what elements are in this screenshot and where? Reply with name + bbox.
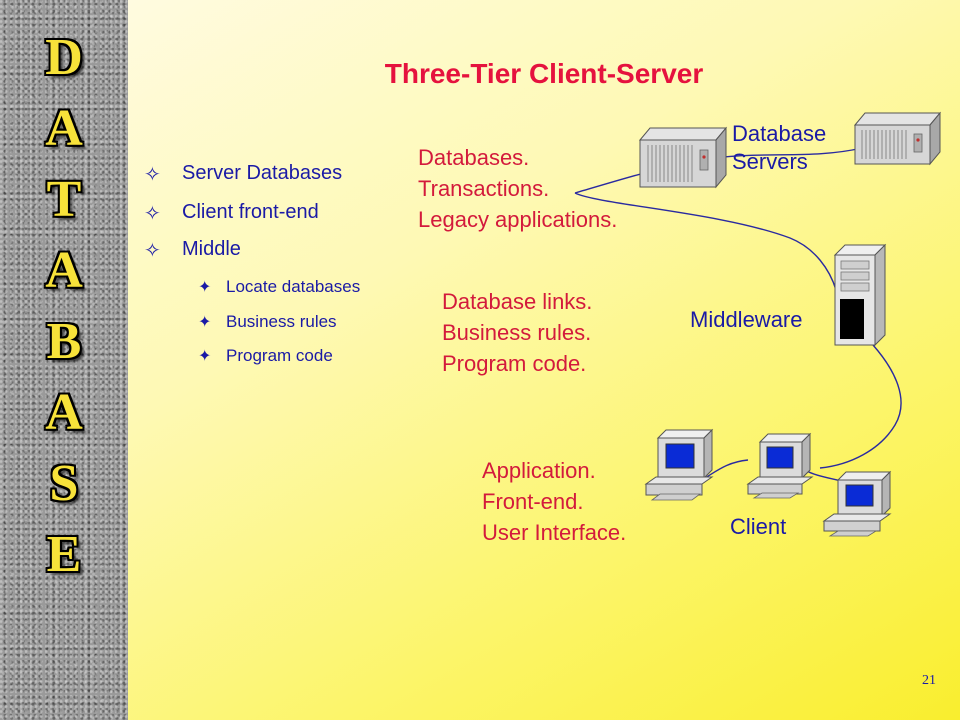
- star-bullet-icon: ✦: [198, 279, 212, 296]
- description-line: Transactions.: [418, 176, 550, 201]
- diamond-bullet-icon: ✧: [144, 164, 161, 186]
- client-computer-icon: [822, 470, 892, 537]
- label-line: Servers: [732, 149, 808, 174]
- slide-title: Three-Tier Client-Server: [384, 58, 704, 89]
- middleware-label: Middleware: [690, 307, 803, 332]
- client-tier-description: Application. Front-end. User Interface.: [482, 455, 626, 548]
- sidebar-texture: D A T A B A S E: [0, 0, 128, 720]
- description-line: Program code.: [442, 351, 587, 376]
- sidebar-letter: S: [49, 455, 79, 512]
- description-line: Legacy applications.: [418, 207, 618, 232]
- sidebar-letter: A: [45, 242, 83, 299]
- client-computer-icon: [746, 432, 814, 499]
- database-server-icon: [638, 126, 728, 189]
- client-computer-icon: [644, 428, 714, 501]
- sidebar-letter: A: [45, 384, 83, 441]
- description-line: User Interface.: [482, 520, 627, 545]
- slide-content: [128, 0, 960, 720]
- sub-bullet-text: Program code: [226, 346, 333, 365]
- bullet-text: Client front-end: [182, 201, 319, 223]
- description-line: Business rules.: [442, 320, 592, 345]
- sidebar-letter: B: [46, 313, 82, 370]
- bullet-text: Server Databases: [182, 162, 343, 184]
- database-tier-description: Databases. Transactions. Legacy applicat…: [418, 142, 617, 235]
- description-line: Database links.: [442, 289, 593, 314]
- client-label: Client: [730, 514, 787, 539]
- middleware-server-icon: [833, 243, 887, 347]
- diamond-bullet-icon: ✧: [144, 203, 161, 225]
- label-line: Database: [732, 121, 827, 146]
- diamond-bullet-icon: ✧: [144, 240, 161, 262]
- description-line: Front-end.: [482, 489, 584, 514]
- sidebar-letter: D: [45, 29, 83, 86]
- description-line: Databases.: [418, 145, 530, 170]
- star-bullet-icon: ✦: [198, 348, 212, 365]
- vertical-word: D A T A B A S E: [0, 22, 128, 590]
- middle-tier-description: Database links. Business rules. Program …: [442, 286, 592, 379]
- database-servers-label: Database Servers: [732, 120, 826, 176]
- sub-bullet-text: Locate databases: [226, 277, 361, 296]
- description-line: Application.: [482, 458, 596, 483]
- page-number: 21: [922, 673, 936, 688]
- sidebar-letter: E: [46, 526, 82, 583]
- sidebar-letter: A: [45, 100, 83, 157]
- database-server-icon: [853, 111, 942, 166]
- star-bullet-icon: ✦: [198, 314, 212, 331]
- bullet-text: Middle: [182, 238, 241, 260]
- sidebar-letter: T: [46, 171, 82, 228]
- cable-middleware-to-client: [819, 344, 902, 469]
- cable-db-to-middleware: [574, 192, 837, 291]
- sub-bullet-text: Business rules: [226, 312, 337, 331]
